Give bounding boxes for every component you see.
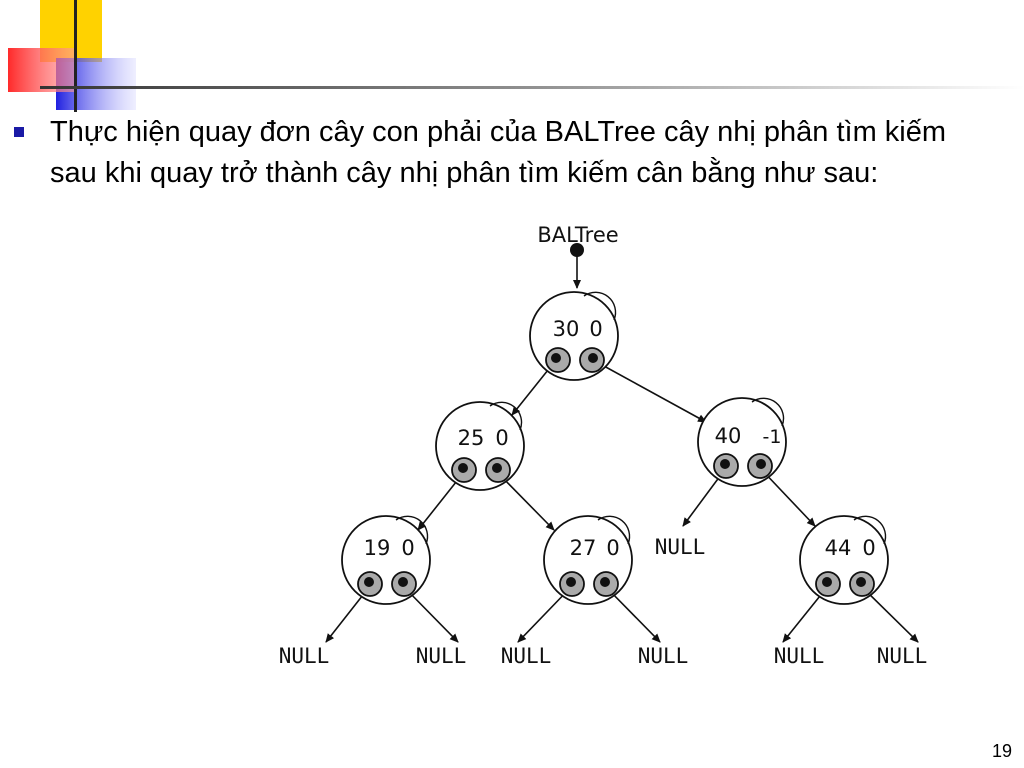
right-pointer-dot xyxy=(588,353,598,363)
balance-arc xyxy=(583,291,617,321)
node-balance: 0 xyxy=(495,426,508,450)
balance-arc xyxy=(853,515,887,545)
null-label-44-left: NULL xyxy=(774,644,825,668)
node-outline xyxy=(799,515,889,605)
right-pointer-dot xyxy=(600,577,610,587)
tree-node-19: 19 0 xyxy=(341,515,431,605)
node-key: 25 xyxy=(458,426,485,450)
node-key: 19 xyxy=(364,536,391,560)
node-balance: 0 xyxy=(862,536,875,560)
node-balance: 0 xyxy=(606,536,619,560)
null-label-44-right: NULL xyxy=(877,644,928,668)
null-label-27-right: NULL xyxy=(638,644,689,668)
vertical-rule xyxy=(74,0,77,112)
bullet-text: Thực hiện quay đơn cây con phải của BALT… xyxy=(50,116,947,189)
balance-arc xyxy=(751,397,785,427)
balance-arc xyxy=(489,401,523,431)
left-pointer-dot xyxy=(364,577,374,587)
right-pointer-dot xyxy=(756,459,766,469)
page-number: 19 xyxy=(991,741,1012,761)
tree-node-27: 27 0 xyxy=(543,515,633,605)
null-label-40-left: NULL xyxy=(655,535,706,559)
node-key: 44 xyxy=(825,536,852,560)
left-pointer-dot xyxy=(551,353,561,363)
node-key: 40 xyxy=(715,424,742,448)
null-label-19-left: NULL xyxy=(279,644,330,668)
root-pointer-dot xyxy=(570,243,584,257)
edge-30-40 xyxy=(592,359,707,423)
decorative-header-graphic xyxy=(8,0,1024,112)
tree-node-40: 40 -1 xyxy=(697,397,787,487)
horizontal-rule xyxy=(40,86,1024,89)
node-balance: 0 xyxy=(589,317,602,341)
red-square xyxy=(8,48,74,92)
right-pointer-dot xyxy=(492,463,502,473)
node-key: 27 xyxy=(570,536,597,560)
left-pointer-dot xyxy=(458,463,468,473)
tree-node-44: 44 0 xyxy=(799,515,889,605)
root-pointer-label: BALTree xyxy=(537,223,618,247)
balance-arc xyxy=(395,515,429,545)
left-pointer-dot xyxy=(566,577,576,587)
left-pointer-dot xyxy=(720,459,730,469)
node-balance: 0 xyxy=(401,536,414,560)
node-key: 30 xyxy=(553,317,580,341)
node-outline xyxy=(543,515,633,605)
node-balance: -1 xyxy=(763,426,782,448)
bullet-marker xyxy=(14,127,24,137)
right-pointer-dot xyxy=(856,577,866,587)
tree-node-30: 30 0 xyxy=(529,291,619,381)
node-outline xyxy=(341,515,431,605)
tree-node-25: 25 0 xyxy=(435,401,525,491)
null-label-19-right: NULL xyxy=(416,644,467,668)
null-label-27-left: NULL xyxy=(501,644,552,668)
left-pointer-dot xyxy=(822,577,832,587)
balance-arc xyxy=(597,515,631,545)
right-pointer-dot xyxy=(398,577,408,587)
